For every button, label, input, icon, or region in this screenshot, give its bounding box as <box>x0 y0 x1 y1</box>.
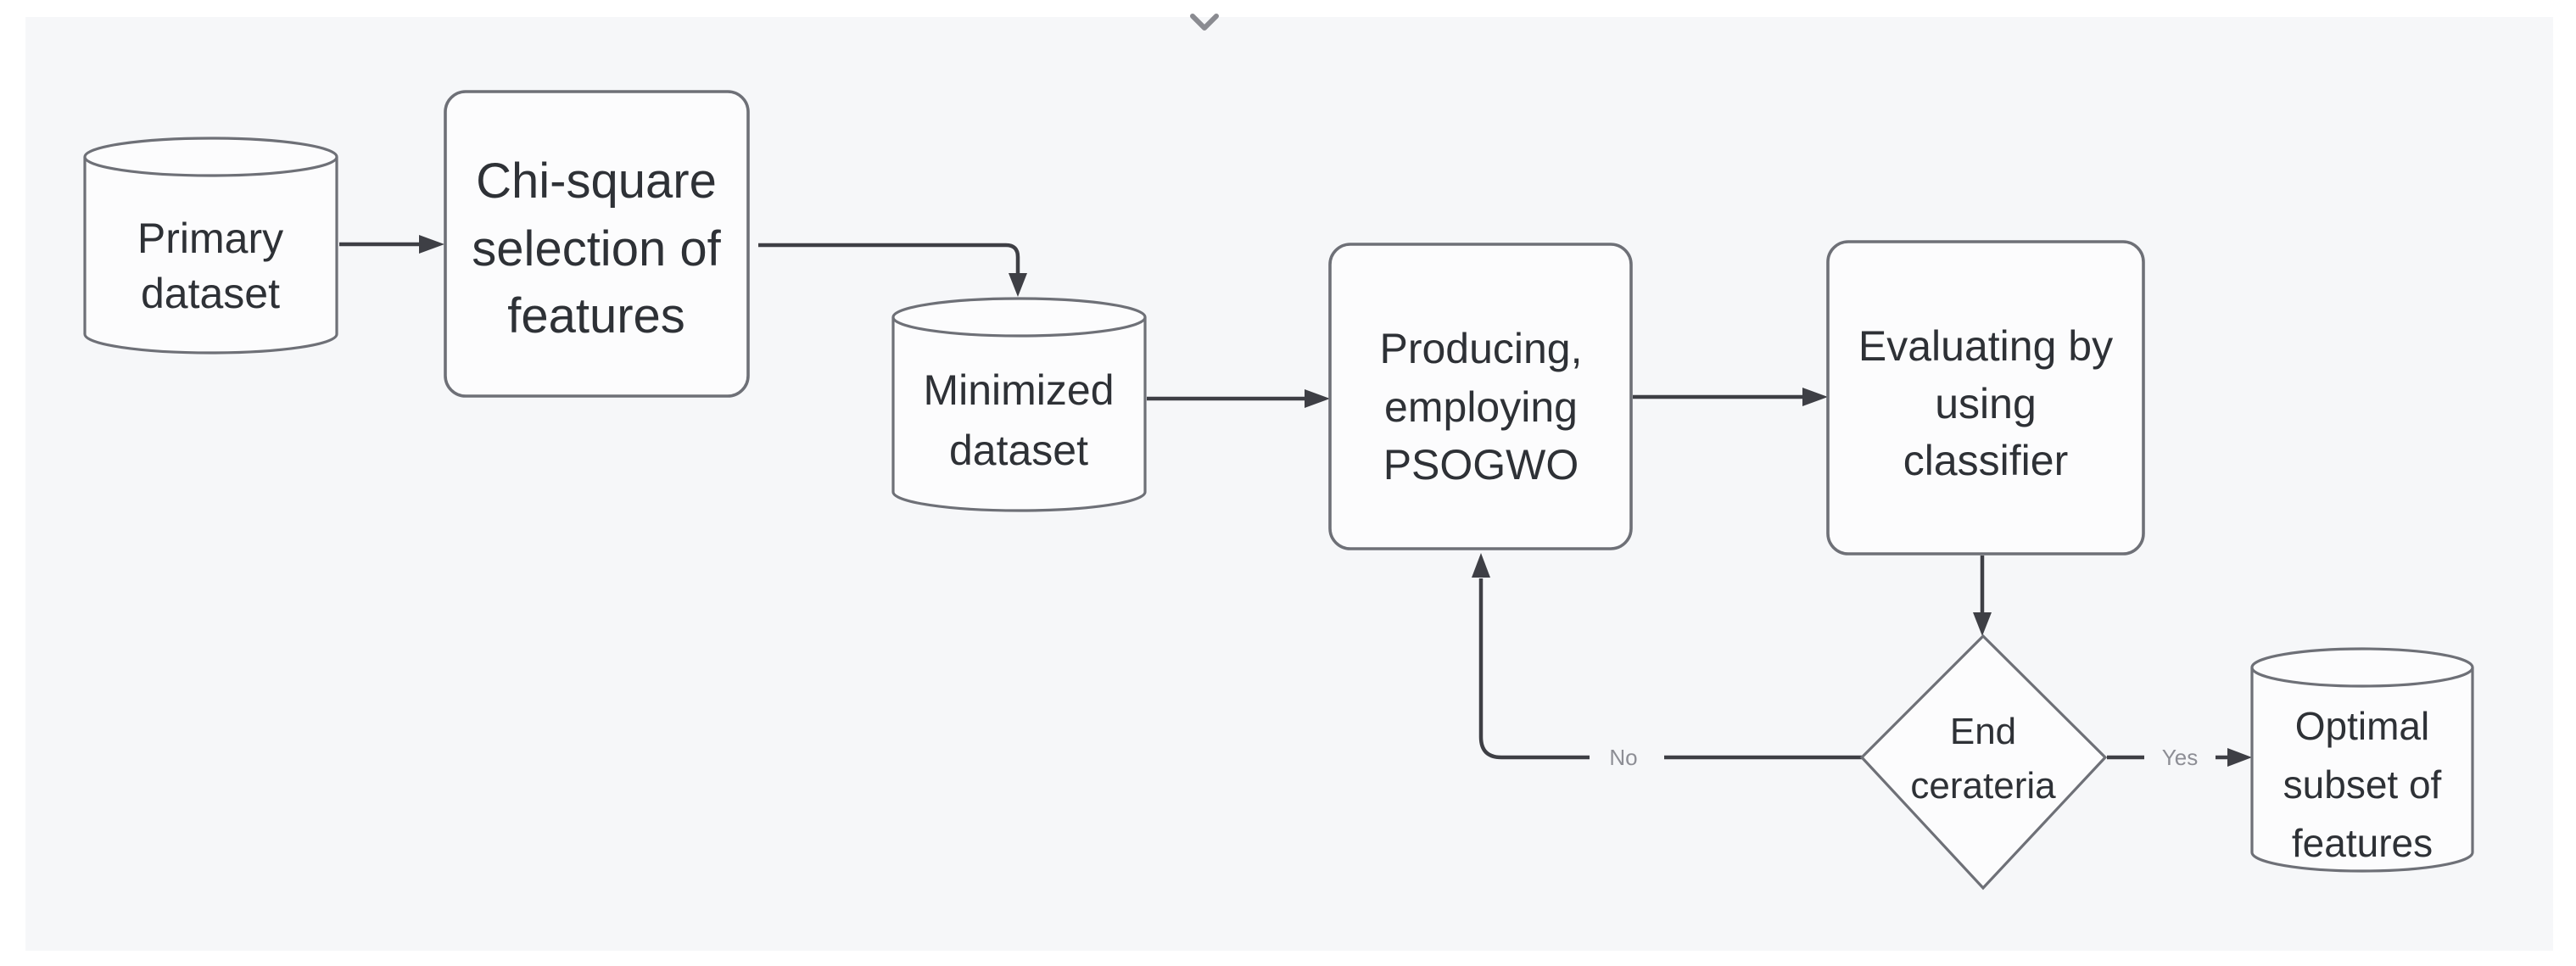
edge-producing-to-evaluating <box>1633 388 1828 406</box>
node-label-line: End <box>1950 711 2016 752</box>
process-box <box>444 90 750 398</box>
process-box <box>1328 243 1633 550</box>
producing-psogwo-node: Producing, employing PSOGWO <box>1328 243 1633 550</box>
node-label-line: dataset <box>949 427 1088 474</box>
chevron-down-icon[interactable] <box>1190 14 1219 31</box>
node-label-line: Chi-square <box>476 154 717 209</box>
diagram-canvas-background <box>25 17 2553 951</box>
optimal-subset-node: Optimal subset of features <box>2250 647 2474 873</box>
arrowhead-up-icon <box>1472 553 1490 578</box>
node-label-line: Primary <box>137 215 283 262</box>
edge-chisquare-to-minimized <box>758 243 1027 297</box>
node-label-line: features <box>2292 821 2433 865</box>
end-criteria-decision-node: End cerateria <box>1859 634 2108 891</box>
edge-decision-yes: Yes <box>2107 745 2252 770</box>
node-label-line: subset of <box>2283 762 2442 807</box>
node-label-line: features <box>507 288 685 343</box>
arrowhead-right-icon <box>1305 389 1330 408</box>
arrowhead-right-icon <box>2227 748 2252 767</box>
edge-evaluating-to-decision <box>1973 556 1992 636</box>
cylinder-top-rim <box>2250 647 2474 688</box>
node-label-line: Producing, <box>1379 325 1582 372</box>
database-cylinder-icon <box>83 157 338 355</box>
node-label-line: PSOGWO <box>1383 441 1579 489</box>
edge-minimized-to-producing <box>1147 389 1330 408</box>
node-label-line: cerateria <box>1910 765 2056 807</box>
database-cylinder-icon <box>2250 667 2474 873</box>
node-label-line: Minimized <box>923 366 1114 414</box>
no-label: No <box>1609 745 1637 770</box>
node-label-line: classifier <box>1903 437 2068 484</box>
node-label-line: dataset <box>141 270 280 317</box>
cylinder-top-rim <box>83 137 338 177</box>
process-box <box>1826 240 2145 556</box>
chi-square-selection-node: Chi-square selection of features <box>444 90 750 398</box>
arrowhead-down-icon <box>1973 612 1992 636</box>
decision-diamond <box>1859 634 2108 891</box>
node-label-line: selection of <box>472 221 721 276</box>
edge-decision-no-feedback: No <box>1472 553 1862 770</box>
arrowhead-down-icon <box>1009 273 1027 297</box>
arrowhead-right-icon <box>419 235 444 254</box>
edge-primary-to-chisquare <box>339 235 444 254</box>
primary-dataset-node: Primary dataset <box>83 137 338 355</box>
node-label-line: Evaluating by <box>1858 322 2113 370</box>
yes-label: Yes <box>2162 745 2198 770</box>
evaluating-classifier-node: Evaluating by using classifier <box>1826 240 2145 556</box>
database-cylinder-icon <box>891 317 1147 512</box>
arrowhead-right-icon <box>1802 388 1828 406</box>
minimized-dataset-node: Minimized dataset <box>891 297 1147 512</box>
cylinder-top-rim <box>891 297 1147 338</box>
node-label-line: using <box>1935 380 2037 427</box>
node-label-line: employing <box>1384 383 1578 431</box>
node-label-line: Optimal <box>2295 704 2429 748</box>
